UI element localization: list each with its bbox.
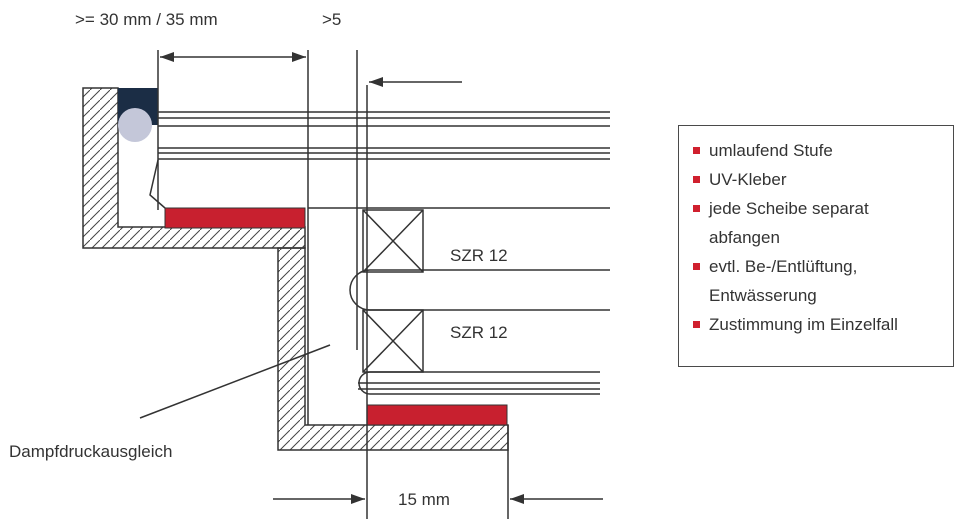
legend-item: UV-Kleber: [693, 165, 953, 194]
bullet-icon: [693, 263, 700, 270]
legend-item: Zustimmung im Einzelfall: [693, 310, 953, 339]
glass-pane-top: [158, 111, 610, 209]
legend-box: umlaufend Stufe UV-Kleber jede Scheibe s…: [678, 125, 954, 367]
glass-pane-bottom: [358, 371, 600, 395]
legend-item: umlaufend Stufe: [693, 136, 953, 165]
bullet-icon: [693, 176, 700, 183]
bullet-icon: [693, 205, 700, 212]
dim-label-top-left: >= 30 mm / 35 mm: [75, 10, 218, 29]
vapor-pressure-label: Dampfdruckausgleich: [9, 442, 173, 461]
bullet-icon: [693, 147, 700, 154]
dim-label-bottom: 15 mm: [398, 490, 450, 509]
szr-label-upper: SZR 12: [450, 246, 508, 265]
dim-label-top-right: >5: [322, 10, 342, 29]
bonding-strip-upper: [164, 207, 306, 229]
szr-label-lower: SZR 12: [450, 323, 508, 342]
glass-pane-middle: [349, 269, 610, 311]
spacer-lower: [362, 309, 424, 373]
seal-round: [118, 108, 152, 142]
bonding-strip-lower: [366, 404, 508, 426]
vapor-leader-line: [139, 344, 331, 419]
legend-item: evtl. Be-/Entlüftung,Entwässerung: [693, 252, 953, 310]
bullet-icon: [693, 321, 700, 328]
spacer-upper: [362, 209, 424, 273]
